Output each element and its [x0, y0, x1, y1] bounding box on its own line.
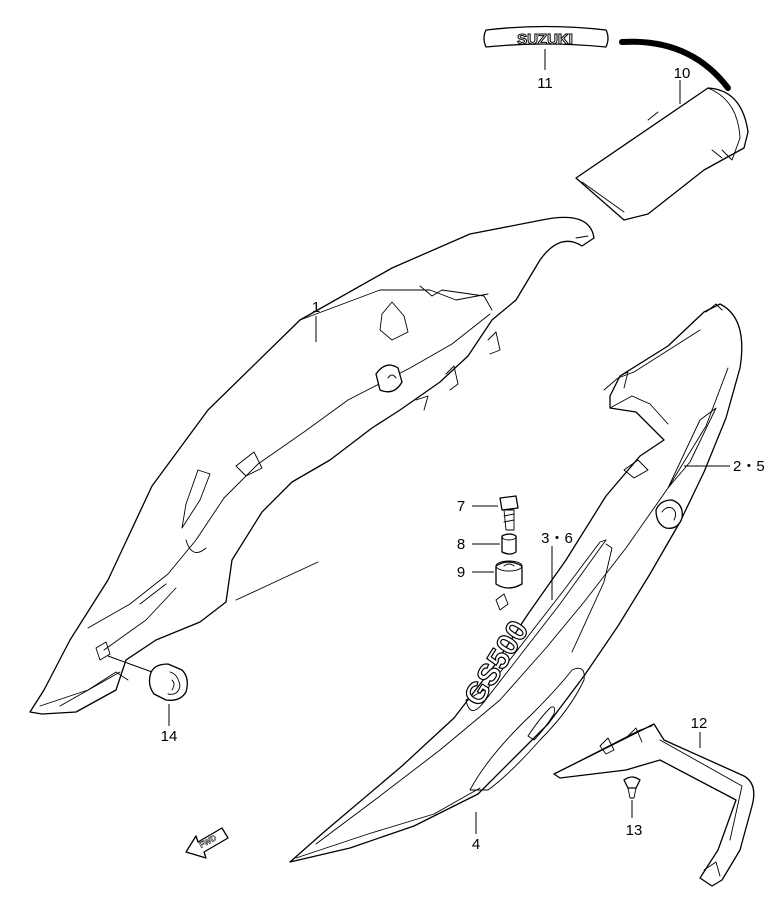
cushion-part-9: [495, 560, 523, 589]
callout-12: 12: [691, 715, 708, 732]
suzuki-emblem: SUZUKI: [483, 25, 609, 49]
callout-4: 4: [472, 836, 480, 853]
collar-part-8: [501, 533, 517, 555]
bolt-part-7: [499, 495, 519, 531]
callout-9: 9: [457, 564, 465, 581]
fwd-arrow-icon: FWD: [185, 827, 229, 859]
grommet-part-14: [107, 655, 188, 701]
mount-boss: [495, 593, 509, 611]
clip-part-13: [623, 776, 641, 799]
callout-8: 8: [457, 536, 465, 553]
seat-edge-stripe: [619, 38, 731, 91]
callout-2-5: 2・5: [733, 458, 765, 475]
seat-tail-cover-part-1: [29, 216, 595, 715]
bracket-part-12: [553, 723, 755, 887]
callout-7: 7: [457, 498, 465, 515]
seat-cowl-part-10: [575, 87, 749, 221]
callout-3-6: 3・6: [541, 530, 573, 547]
callout-13: 13: [626, 822, 643, 839]
suzuki-logo-text: SUZUKI: [517, 31, 573, 48]
callout-14: 14: [161, 728, 178, 745]
callout-1: 1: [312, 299, 320, 316]
callout-11: 11: [537, 75, 553, 92]
frame-cover-part-4: [289, 303, 743, 863]
callout-10: 10: [674, 65, 691, 82]
